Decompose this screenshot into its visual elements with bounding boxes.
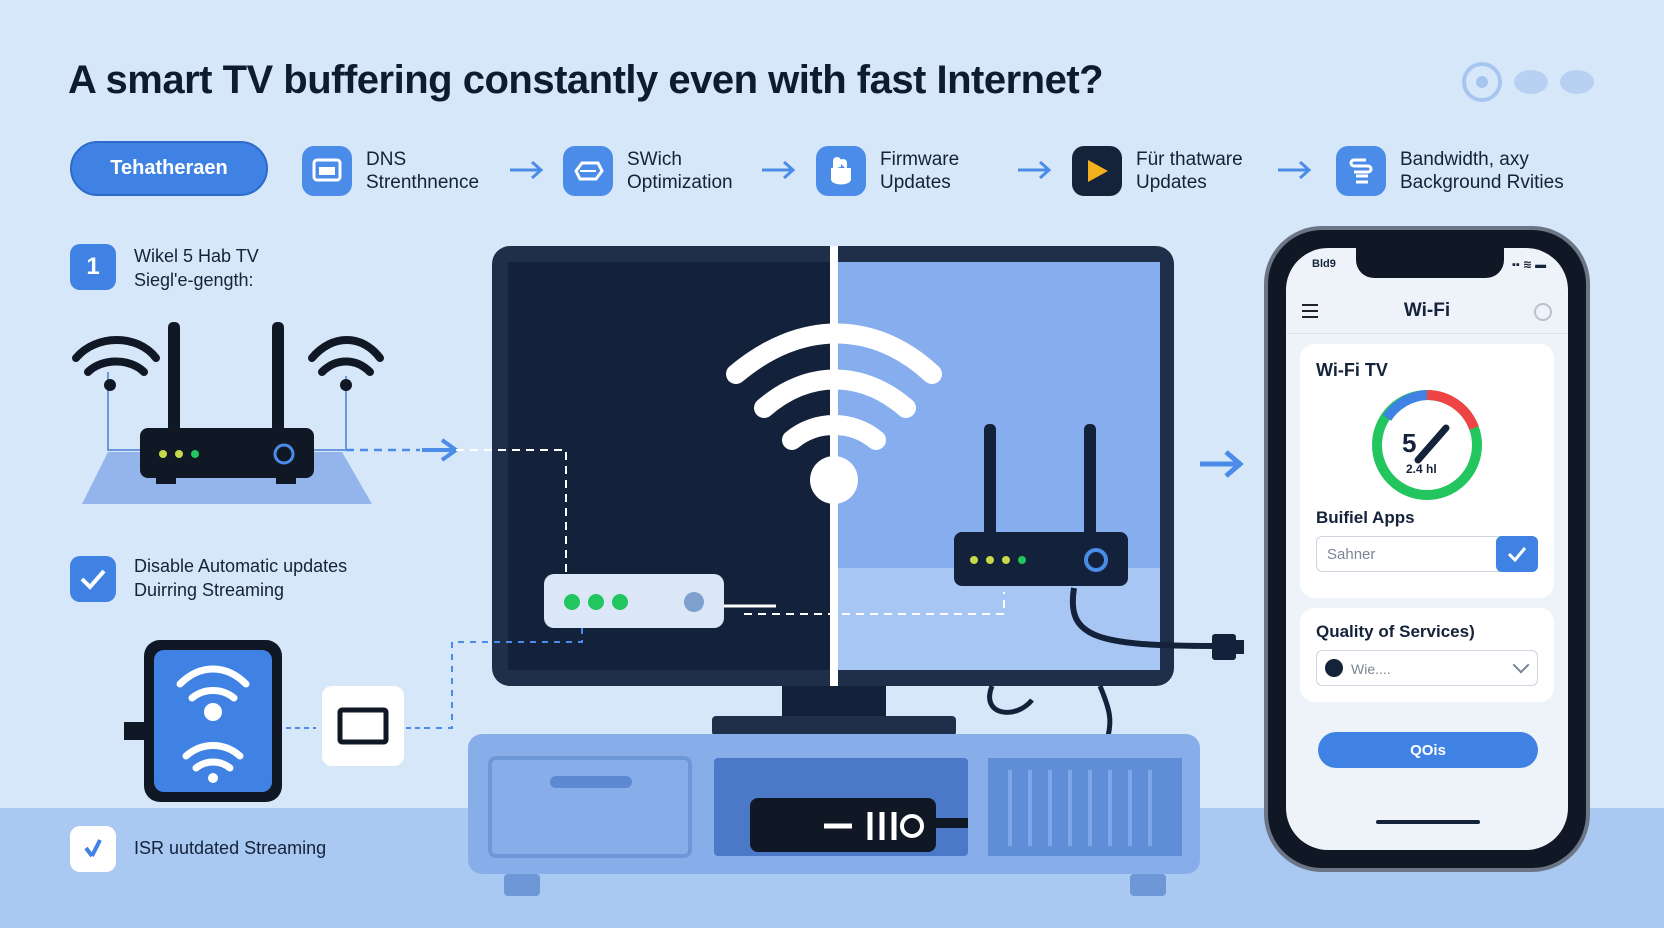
wifi-tv-card: Wi-Fi TV 5 2.4 hl Buifiel Apps Sahner [1300, 344, 1554, 598]
check-mark-icon [70, 826, 116, 872]
card-title: Wi-Fi TV [1316, 360, 1388, 380]
status-time: Bld9 [1312, 258, 1336, 270]
chevron-down-icon [1512, 656, 1530, 674]
phone-screen: Bld9 ▪▪ ≋ ▬ Wi-Fi Wi-Fi TV 5 2.4 hl Buif… [1286, 248, 1568, 850]
cloud-icon [1560, 70, 1594, 94]
step-bandwidth[interactable]: Bandwidth, axy Background Rvities [1336, 146, 1564, 196]
confirm-button[interactable] [1496, 536, 1538, 572]
qos-card: Quality of Services) Wie.... [1300, 608, 1554, 702]
device-dot-icon [1325, 659, 1343, 677]
phone-header: Wi-Fi [1286, 288, 1568, 334]
router-left [82, 322, 372, 504]
search-placeholder: Sahner [1327, 546, 1376, 563]
settings-icon[interactable] [1534, 303, 1552, 321]
qos-title: Quality of Services) [1316, 622, 1475, 641]
status-icons: ▪▪ ≋ ▬ [1512, 259, 1547, 271]
wifi-icon [308, 336, 384, 391]
tv-cabinet [468, 734, 1200, 896]
step-label: DNS Strenthnence [366, 149, 480, 193]
arrow-right-icon [510, 160, 544, 180]
checkbox-icon[interactable] [70, 556, 116, 602]
start-pill-button[interactable]: Tehatheraen [70, 141, 268, 196]
phone-title: Wi-Fi [1403, 299, 1451, 321]
signal-gauge [1372, 390, 1482, 500]
signal-strength-label: Wikel 5 Hab TV Siegl'e-gength: [134, 246, 259, 290]
search-input[interactable]: Sahner [1316, 536, 1538, 572]
phone-notch [1356, 248, 1504, 278]
streaming-device [124, 640, 422, 802]
arrow-right-icon [762, 160, 796, 180]
card-subtitle: Buifiel Apps [1316, 508, 1415, 527]
check-icon [1507, 547, 1527, 562]
switch-icon [563, 146, 613, 196]
page-title: A smart TV buffering constantly even wit… [68, 58, 1104, 102]
step-switch[interactable]: SWich Optimization [563, 146, 733, 196]
bandwidth-icon [1336, 146, 1386, 196]
step-number-badge: 1 [70, 244, 116, 290]
home-indicator [1376, 820, 1480, 824]
arrow-right-icon [1200, 450, 1244, 478]
cloud-icon [1514, 70, 1548, 94]
step-label: Firmware Updates [880, 149, 960, 193]
menu-icon[interactable] [1302, 304, 1318, 318]
router-right [954, 424, 1244, 737]
wifi-signal-icon [726, 323, 942, 504]
wifi-icon [72, 336, 160, 391]
qos-select-value: Wie.... [1351, 661, 1391, 677]
modem-device [544, 574, 776, 628]
step-dns[interactable]: DNS Strenthnence [302, 146, 479, 196]
step-label: Bandwidth, axy Background Rvities [1400, 149, 1564, 193]
step-software[interactable]: Für thatware Updates [1072, 146, 1243, 196]
gauge-band: 2.4 hl [1406, 462, 1437, 476]
qos-button[interactable]: QOis [1318, 732, 1538, 768]
arrow-right-icon [1018, 160, 1052, 180]
isp-streaming-label: ISR uutdated Streaming [134, 838, 327, 858]
monitor-icon [302, 146, 352, 196]
refresh-icon[interactable] [1462, 62, 1502, 102]
arrow-right-icon [1278, 160, 1312, 180]
top-icon-group [1462, 62, 1594, 102]
step-firmware[interactable]: Firmware Updates [816, 146, 959, 196]
arrow-right-icon [422, 438, 460, 462]
disable-updates-label: Disable Automatic updates Duirring Strea… [134, 556, 348, 600]
step-label: SWich Optimization [627, 149, 733, 193]
qos-select[interactable]: Wie.... [1316, 650, 1538, 686]
play-icon [1072, 146, 1122, 196]
step-label: Für thatware Updates [1136, 149, 1243, 193]
smartphone: Bld9 ▪▪ ≋ ▬ Wi-Fi Wi-Fi TV 5 2.4 hl Buif… [1264, 226, 1590, 872]
firmware-icon [816, 146, 866, 196]
gauge-value: 5 [1402, 428, 1417, 458]
